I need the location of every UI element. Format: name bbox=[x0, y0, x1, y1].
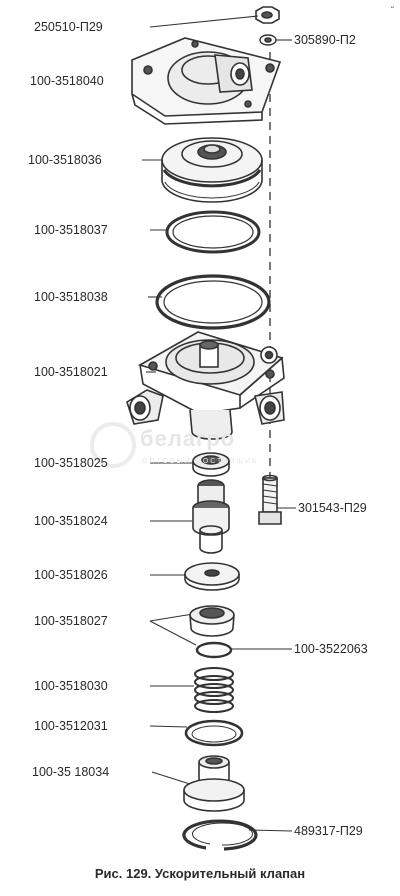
callout-washer: 305890-П2 bbox=[294, 33, 356, 47]
callout-cover: 100-3518040 bbox=[30, 74, 104, 88]
callout-sealing-ring: 100-3512031 bbox=[34, 719, 108, 733]
callout-seat: 100-3518025 bbox=[34, 456, 108, 470]
callout-cup: 100-3518027 bbox=[34, 614, 108, 628]
washer-part bbox=[259, 34, 277, 46]
small-ring-part bbox=[195, 641, 233, 659]
nut-part bbox=[255, 6, 280, 24]
callout-small-ring: 100-3522063 bbox=[294, 642, 368, 656]
o-ring-large bbox=[155, 274, 271, 330]
bolt-part bbox=[258, 474, 282, 525]
valve-washer-part bbox=[184, 562, 240, 591]
cup-part bbox=[189, 605, 235, 637]
valve-body-part bbox=[126, 331, 285, 440]
callout-ring-small: 100-3518037 bbox=[34, 223, 108, 237]
seat-part bbox=[192, 452, 230, 477]
watermark-logo-icon bbox=[90, 422, 136, 468]
cover-part bbox=[131, 37, 282, 125]
callout-valve-washer: 100-3518026 bbox=[34, 568, 108, 582]
callout-valve-stem: 100-3518024 bbox=[34, 514, 108, 528]
watermark: белагро ОПТОВЫЙ ПОСТАВЩИК bbox=[90, 418, 290, 478]
callout-piston: 100-3518036 bbox=[28, 153, 102, 167]
callout-nut: 250510-П29 bbox=[34, 20, 103, 34]
spring-part bbox=[194, 667, 234, 713]
watermark-word: белагро bbox=[140, 426, 236, 451]
callout-plug: 100-35 18034 bbox=[32, 765, 110, 779]
valve-stem-part bbox=[192, 479, 230, 554]
o-ring-small bbox=[165, 210, 261, 254]
retaining-ring-part bbox=[182, 819, 258, 851]
corner-mark: ᵕ bbox=[390, 2, 394, 12]
callout-retaining-ring: 489317-П29 bbox=[294, 824, 363, 838]
sealing-ring-part bbox=[184, 719, 244, 747]
piston-part bbox=[161, 137, 263, 203]
callout-ring-large: 100-3518038 bbox=[34, 290, 108, 304]
callout-spring: 100-3518030 bbox=[34, 679, 108, 693]
leader-lines bbox=[139, 15, 296, 832]
callout-body: 100-3518021 bbox=[34, 365, 108, 379]
figure-caption: Рис. 129. Ускорительный клапан bbox=[94, 866, 306, 881]
plug-part bbox=[183, 755, 245, 812]
watermark-sub: ОПТОВЫЙ ПОСТАВЩИК bbox=[142, 458, 259, 465]
callout-bolt: 301543-П29 bbox=[298, 501, 367, 515]
